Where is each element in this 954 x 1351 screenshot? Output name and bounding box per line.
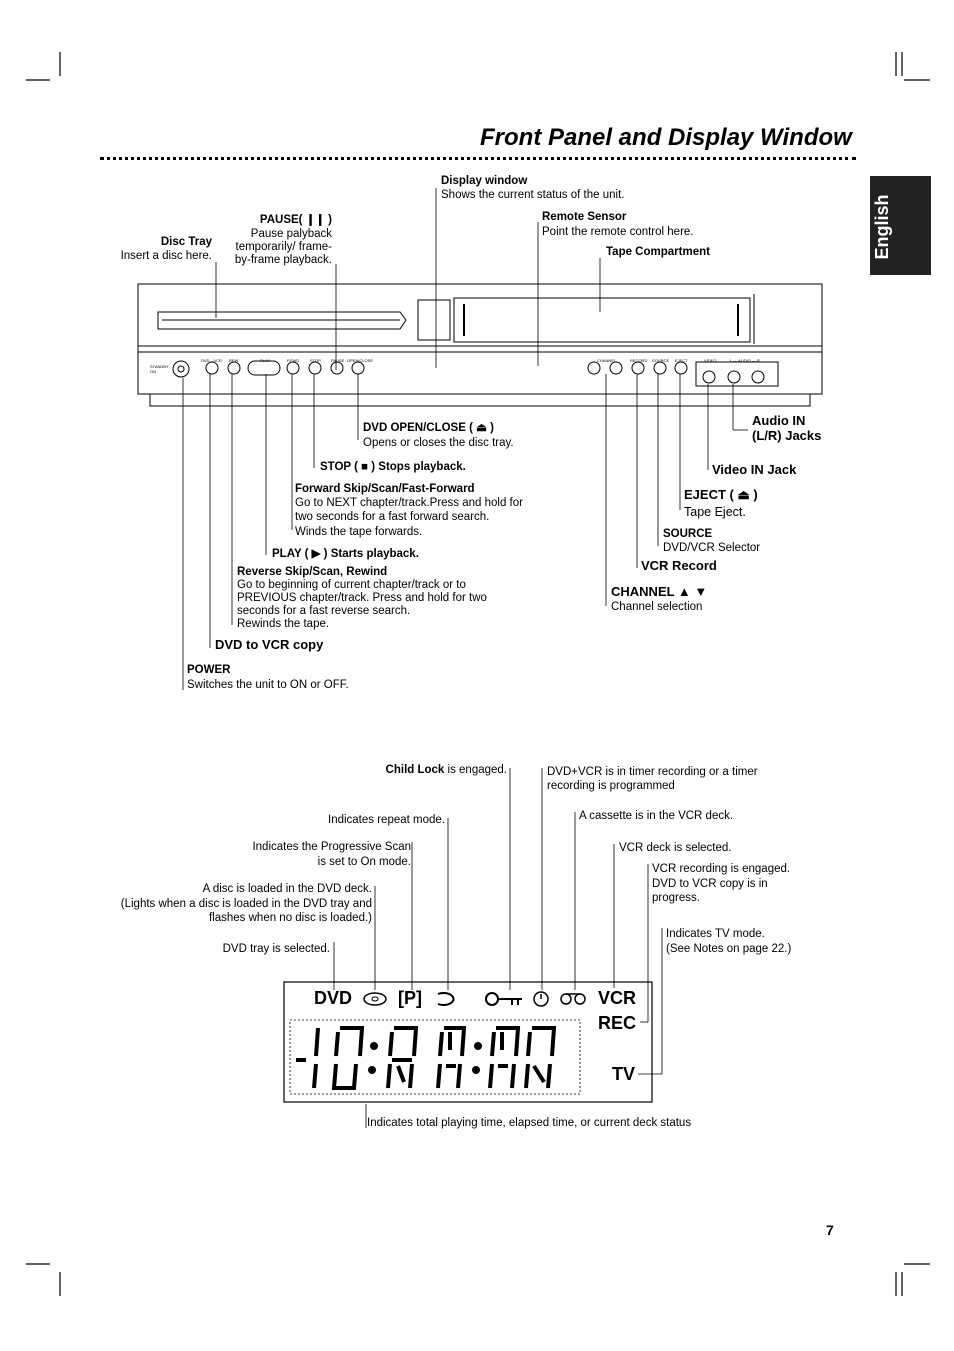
- source-title: SOURCE: [663, 528, 713, 540]
- display-window-drawing: [283, 981, 653, 1103]
- panel-dvdvcr-text: DVD→VCR: [201, 358, 222, 363]
- cassette-desc: A cassette is in the VCR deck.: [579, 810, 734, 822]
- seven-segment-time: [296, 1026, 557, 1090]
- rew-desc-1: Go to beginning of current chapter/track…: [237, 579, 466, 591]
- video-in-label: Video IN Jack: [712, 462, 797, 477]
- ffwd-desc-2: two seconds for a fast forward search.: [295, 511, 490, 523]
- vcr-deck-desc: VCR deck is selected.: [619, 842, 732, 854]
- panel-rew-text: REW: [229, 358, 239, 363]
- front-panel-leaders: [182, 188, 748, 690]
- vcr-rec-desc-3: progress.: [652, 892, 700, 904]
- front-panel-drawing: [137, 283, 823, 407]
- time-desc: Indicates total playing time, elapsed ti…: [367, 1117, 692, 1129]
- channel-title: CHANNEL ▲ ▼: [611, 584, 708, 599]
- ffwd-desc-3: Winds the tape forwards.: [295, 526, 423, 538]
- panel-source-text: SOURCE: [652, 358, 670, 363]
- remote-sensor-title: Remote Sensor: [542, 211, 627, 223]
- display-progressive-indicator: [P]: [398, 988, 422, 1008]
- timer-desc-2: recording is programmed: [547, 780, 675, 792]
- power-title: POWER: [187, 664, 231, 676]
- audio-in-label-2: (L/R) Jacks: [752, 428, 822, 443]
- ffwd-desc-1: Go to NEXT chapter/track.Press and hold …: [295, 497, 523, 509]
- panel-audio-text: L — AUDIO — R: [730, 358, 760, 363]
- panel-channel-text: CHANNEL: [597, 358, 617, 363]
- progressive-desc-1: Indicates the Progressive Scan: [252, 841, 411, 853]
- page-number: 7: [826, 1222, 834, 1238]
- remote-sensor-desc: Point the remote control here.: [542, 226, 694, 238]
- display-tv-indicator: TV: [612, 1064, 636, 1084]
- rew-desc-3: seconds for a fast reverse search.: [237, 605, 411, 617]
- tv-mode-desc-2: (See Notes on page 22.): [666, 943, 792, 955]
- vcr-rec-desc-2: DVD to VCR copy is in: [652, 878, 768, 890]
- crop-marks: [26, 52, 930, 1296]
- dvd-vcr-copy-label: DVD to VCR copy: [215, 637, 324, 652]
- language-tab: English: [870, 176, 931, 275]
- panel-eject-text: EJECT: [675, 358, 688, 363]
- progressive-desc-2: is set to On mode.: [317, 856, 411, 868]
- pause-desc-1: Pause palyback: [250, 228, 332, 240]
- display-leaders: [333, 768, 663, 1128]
- display-vcr-indicator: VCR: [598, 988, 637, 1008]
- disc-tray-title: Disc Tray: [160, 236, 212, 248]
- power-desc: Switches the unit to ON or OFF.: [187, 679, 349, 691]
- play-label: PLAY ( ▶ ) Starts playback.: [272, 548, 419, 560]
- pause-title: PAUSE( ❙❙ ): [259, 214, 332, 226]
- tape-compartment-label: Tape Compartment: [606, 246, 710, 258]
- open-close-title: DVD OPEN/CLOSE ( ⏏ ): [363, 422, 494, 434]
- stop-label: STOP ( ■ ) Stops playback.: [320, 461, 466, 473]
- language-tab-label: English: [872, 194, 892, 260]
- rew-title: Reverse Skip/Scan, Rewind: [237, 566, 388, 578]
- display-window-desc: Shows the current status of the unit.: [441, 189, 625, 201]
- tv-mode-desc-1: Indicates TV mode.: [666, 928, 765, 940]
- child-lock-label: Child Lock is engaged.: [385, 764, 507, 776]
- display-dvd-indicator: DVD: [314, 988, 353, 1008]
- rew-desc-2: PREVIOUS chapter/track. Press and hold f…: [237, 592, 487, 604]
- panel-pause-text: PAUSE: [331, 358, 345, 363]
- disc-loaded-desc-1: A disc is loaded in the DVD deck.: [202, 883, 372, 895]
- disc-loaded-desc-3: flashes when no disc is loaded.): [208, 912, 372, 924]
- vcr-record-label: VCR Record: [641, 558, 717, 573]
- display-window-title: Display window: [441, 175, 528, 187]
- dvd-tray-desc: DVD tray is selected.: [222, 943, 330, 955]
- dotted-rule: [100, 157, 856, 160]
- panel-ffwd-text: F.FWD: [287, 358, 300, 363]
- disc-tray-desc: Insert a disc here.: [120, 250, 212, 262]
- source-desc: DVD/VCR Selector: [663, 542, 761, 554]
- eject-title: EJECT ( ⏏ ): [684, 487, 758, 502]
- vcr-rec-desc-1: VCR recording is engaged.: [652, 863, 791, 875]
- disc-loaded-desc-2: (Lights when a disc is loaded in the DVD…: [120, 898, 372, 910]
- panel-video-text: VIDEO: [704, 358, 717, 363]
- rew-desc-4: Rewinds the tape.: [237, 618, 330, 630]
- page-title: Front Panel and Display Window: [480, 124, 852, 151]
- panel-standby-text: STANDBY ON: [150, 364, 169, 374]
- panel-play-text: PLAY: [260, 358, 270, 363]
- ffwd-title: Forward Skip/Scan/Fast-Forward: [295, 483, 475, 495]
- repeat-desc: Indicates repeat mode.: [328, 814, 445, 826]
- audio-in-label-1: Audio IN: [752, 413, 806, 428]
- display-rec-indicator: REC: [598, 1013, 637, 1033]
- panel-openclose-text: OPEN/CLOSE: [347, 358, 374, 363]
- timer-desc-1: DVD+VCR is in timer recording or a timer: [547, 766, 758, 778]
- panel-record-text: RECORD: [630, 358, 648, 363]
- pause-desc-2: temporarily/ frame-: [235, 241, 333, 253]
- panel-stop-text: STOP: [310, 358, 321, 363]
- pause-desc-3: by-frame playback.: [234, 254, 332, 266]
- open-close-desc: Opens or closes the disc tray.: [363, 437, 514, 449]
- eject-desc: Tape Eject.: [684, 505, 746, 519]
- channel-desc: Channel selection: [611, 601, 703, 613]
